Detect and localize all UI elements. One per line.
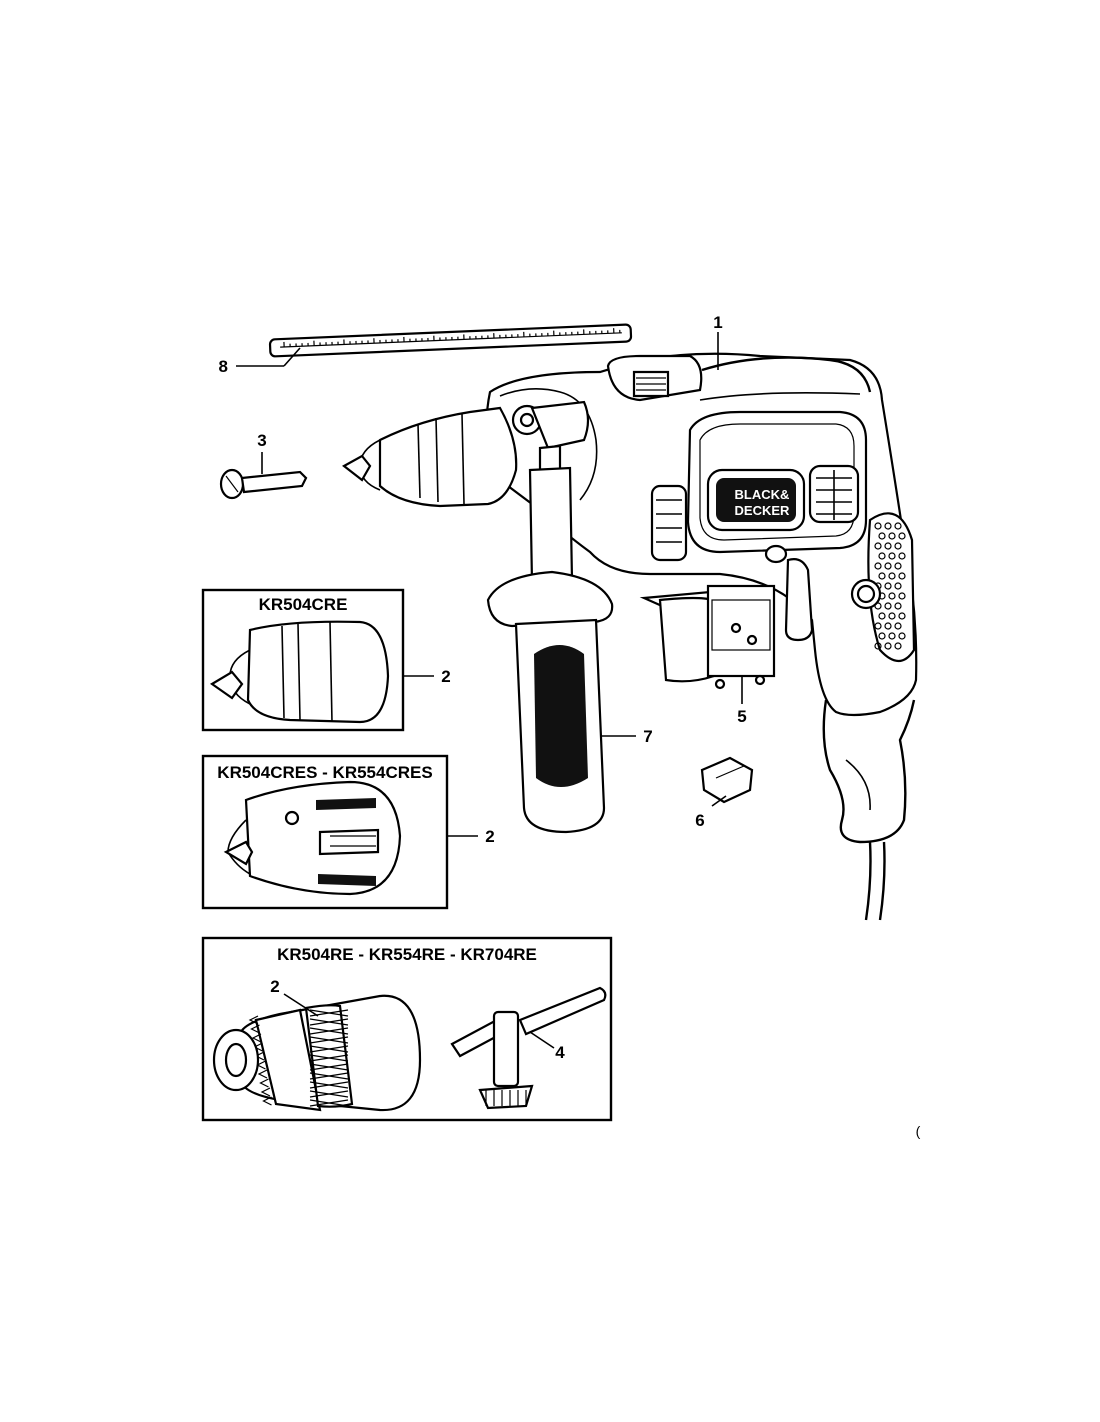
- keyed-chuck: [212, 994, 422, 1112]
- callout-7: 7: [600, 727, 653, 746]
- keyless-chuck-installed: [342, 406, 518, 508]
- grip-dot: [888, 552, 896, 560]
- grip-dot: [874, 562, 882, 570]
- callout-3-label: 3: [257, 431, 266, 450]
- screw: [219, 468, 308, 500]
- grip-dot: [898, 552, 906, 560]
- grip-dot: [884, 582, 892, 590]
- grip-dot: [878, 532, 886, 540]
- knurl-line: [309, 1054, 349, 1062]
- callout-3: 3: [257, 431, 267, 474]
- depth-ruler: [268, 323, 633, 358]
- gear-tooth: [248, 1015, 259, 1025]
- rear-vents: [808, 464, 860, 524]
- callout-4-label: 4: [555, 1043, 565, 1062]
- callout-2-box3: 2: [270, 977, 319, 1017]
- knurl-line: [309, 1099, 349, 1107]
- callout-7-label: 7: [643, 727, 652, 746]
- grip-dot: [894, 542, 902, 550]
- side-handle: [486, 466, 614, 834]
- knurl-line: [309, 1045, 349, 1053]
- grip-dot: [888, 572, 896, 580]
- knurl-line: [309, 1036, 349, 1044]
- grip-dot: [894, 562, 902, 570]
- callout-2-box2: 2: [448, 827, 495, 846]
- gear-tooth: [259, 1078, 269, 1088]
- logo-text-1: BLACK&: [735, 487, 790, 502]
- gear-tooth: [250, 1024, 260, 1034]
- grip-dot: [884, 562, 892, 570]
- grip-dot: [898, 532, 906, 540]
- grip-dot: [878, 572, 886, 580]
- grip-dot: [874, 642, 882, 650]
- grip-dot: [878, 552, 886, 560]
- box-kr504cre-title: KR504CRE: [259, 595, 348, 614]
- callout-8-label: 8: [219, 357, 228, 376]
- grip-dot: [878, 612, 886, 620]
- knurl-line: [309, 1063, 349, 1071]
- grip-dot: [888, 532, 896, 540]
- callout-1: 1: [713, 313, 723, 370]
- callout-4: 4: [529, 1031, 565, 1062]
- switch: [639, 584, 776, 690]
- grip-dot: [874, 542, 882, 550]
- box-kr504cre: KR504CRE: [201, 588, 405, 732]
- grip-dot: [898, 632, 906, 640]
- grip-dot: [898, 612, 906, 620]
- gear-tooth: [260, 1087, 271, 1097]
- callout-5-label: 5: [737, 707, 746, 726]
- grip-dot: [898, 572, 906, 580]
- callout-1-label: 1: [713, 313, 722, 332]
- knurl-line: [309, 1027, 349, 1035]
- callout-2b-label: 2: [485, 827, 494, 846]
- grip-dot: [894, 642, 902, 650]
- grip-dot: [888, 592, 896, 600]
- grip-dot: [894, 602, 902, 610]
- grip-dot: [884, 522, 892, 530]
- grip-dot: [894, 522, 902, 530]
- callout-2-box1: 2: [404, 667, 451, 686]
- knurl-line: [309, 1081, 349, 1089]
- grip-dot: [894, 622, 902, 630]
- box-kr504re-title: KR504RE - KR554RE - KR704RE: [277, 945, 537, 964]
- box-kr504cres: KR504CRES - KR554CRES: [201, 754, 449, 910]
- gear-tooth: [262, 1096, 272, 1106]
- knurl-line: [309, 1072, 349, 1080]
- gear-tooth: [251, 1033, 262, 1043]
- chuck-key: [450, 986, 607, 1110]
- gear-tooth: [257, 1069, 268, 1079]
- callout-6-label: 6: [695, 811, 704, 830]
- grip-dot: [894, 582, 902, 590]
- grip-dot: [874, 522, 882, 530]
- box-kr504re: KR504RE - KR554RE - KR704RE: [201, 936, 613, 1122]
- callout-6: 6: [695, 795, 727, 830]
- callout-2c-label: 2: [270, 977, 279, 996]
- grip-dot: [888, 612, 896, 620]
- grip-dot: [884, 602, 892, 610]
- grip-dot: [874, 622, 882, 630]
- drill-body: BLACK& DECKER: [342, 352, 918, 921]
- callout-5: 5: [737, 676, 747, 726]
- grip-texture: [867, 512, 916, 663]
- grip-dot: [878, 632, 886, 640]
- grip-dot: [888, 632, 896, 640]
- front-vents: [650, 484, 688, 562]
- grip-dot: [884, 642, 892, 650]
- callout-2a-label: 2: [441, 667, 450, 686]
- grip-dot: [884, 622, 892, 630]
- logo-text-2: DECKER: [735, 503, 791, 518]
- knurl-line: [309, 1090, 349, 1098]
- callout-8: 8: [219, 347, 301, 376]
- box-kr504cres-title: KR504CRES - KR554CRES: [217, 763, 432, 782]
- grip-dot: [884, 542, 892, 550]
- clip: [700, 756, 754, 804]
- grip-dot: [898, 592, 906, 600]
- corner-mark: (: [916, 1123, 921, 1139]
- knurl-line: [309, 1018, 349, 1026]
